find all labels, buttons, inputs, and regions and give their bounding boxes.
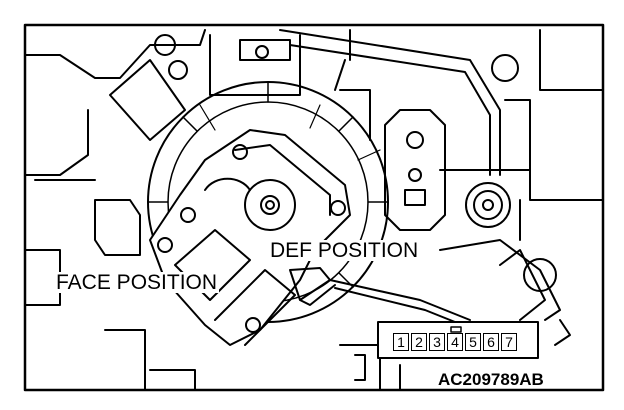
connector-latch — [450, 326, 462, 333]
blower-fan — [147, 81, 389, 323]
connector-pin-3: 3 — [429, 333, 445, 351]
connector-pin-1: 1 — [393, 333, 409, 351]
figure-code-label: AC209789AB — [438, 370, 544, 389]
wire-harness — [289, 239, 571, 346]
connector-pin-5: 5 — [465, 333, 481, 351]
mounting-bracket — [384, 109, 511, 231]
housing-upper-right — [279, 29, 604, 241]
damper-motor — [149, 129, 351, 346]
def-position-label: DEF POSITION — [268, 239, 421, 262]
connector-pin-2: 2 — [411, 333, 427, 351]
figure-frame — [23, 23, 605, 392]
connector-pin-6: 6 — [483, 333, 499, 351]
face-position-label: FACE POSITION — [54, 271, 220, 294]
connector-pin-4: 4 — [447, 333, 463, 351]
heater-housing — [24, 29, 371, 391]
connector-pin-7: 7 — [501, 333, 517, 351]
